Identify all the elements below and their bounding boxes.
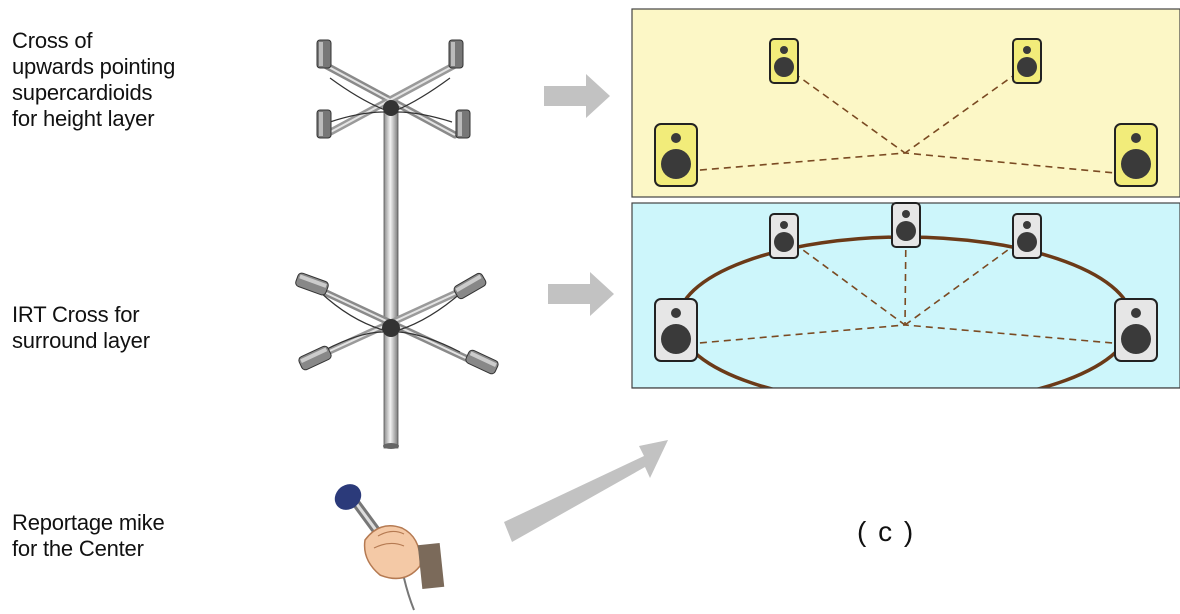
surround-layer-panel [631,202,1180,418]
loudspeaker-icon [654,298,698,362]
loudspeaker-icon [1114,298,1158,362]
mic-cross-upward-icon [316,39,471,449]
arrow-to-surround-panel [548,272,614,316]
surround-label-line-2: surround layer [12,328,150,353]
loudspeaker-icon [1012,38,1042,84]
height-layer-label: Cross of upwards pointing supercardioids… [12,28,175,132]
center-label-line-2: for the Center [12,536,144,561]
loudspeaker-icon [1114,123,1158,187]
height-label-line-1: Cross of [12,28,93,53]
loudspeaker-icon [769,213,799,259]
height-layer-panel [631,8,1180,198]
handheld-microphone-icon [334,484,445,611]
arrow-to-height-panel [544,74,610,118]
surround-layer-label: IRT Cross for surround layer [12,302,150,354]
center-mic-label: Reportage mike for the Center [12,510,165,562]
loudspeaker-icon [1012,213,1042,259]
mic-cross-irt-icon [294,271,500,449]
loudspeaker-icon [769,38,799,84]
height-label-line-2: upwards pointing [12,54,176,79]
figure-label: ( c ) [857,516,916,547]
surround-label-line-1: IRT Cross for [12,302,140,327]
center-label-line-1: Reportage mike [12,510,165,535]
arrow-to-center-speaker [504,440,668,542]
height-label-line-4: for height layer [12,106,155,131]
loudspeaker-icon [891,202,921,248]
loudspeaker-icon [654,123,698,187]
height-label-line-3: supercardioids [12,80,153,105]
